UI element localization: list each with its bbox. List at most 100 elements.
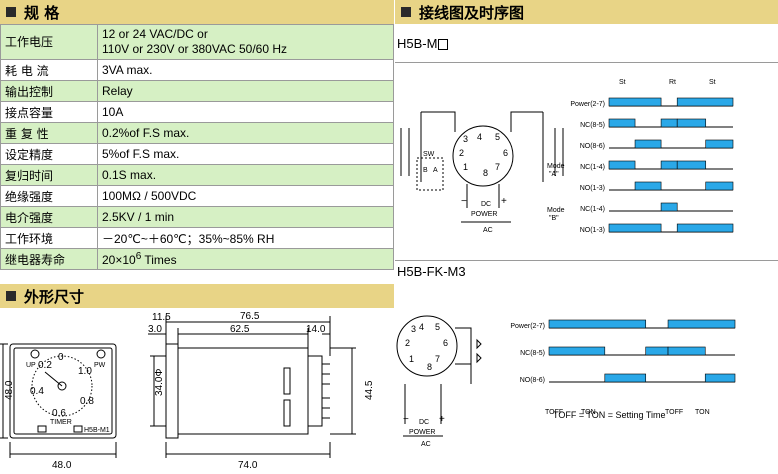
signal-pulse bbox=[634, 139, 662, 149]
pw-label: PW bbox=[94, 362, 106, 369]
dim-height-label: 48.0 bbox=[4, 380, 15, 400]
spec-label: 工作环境 bbox=[0, 227, 98, 249]
dimension-drawing-svg: 0.2 0.4 0.6 0.8 1.0 0 UP PW TIMER H5B-M1… bbox=[0, 311, 375, 471]
dim-label: 3.0 bbox=[148, 324, 162, 335]
table-row: 输出控制 Relay bbox=[0, 80, 394, 102]
minus-label: − bbox=[403, 414, 409, 425]
signal-label: NO(8-6) bbox=[580, 143, 605, 150]
st-label: St bbox=[619, 79, 626, 86]
signal-pulse bbox=[660, 160, 678, 170]
dim-label: 44.5 bbox=[364, 380, 375, 400]
signal-label: Power(2-7) bbox=[510, 323, 545, 330]
spec-label: 继电器寿命 bbox=[0, 248, 98, 270]
signal-pulse bbox=[660, 202, 678, 212]
signal-label: NC(8-5) bbox=[520, 350, 545, 357]
signal-label: NO(1-3) bbox=[580, 227, 605, 234]
pin-label: 1 bbox=[409, 354, 414, 364]
dim-label: 34.0Φ bbox=[154, 369, 165, 396]
timing-signals-1: Power(2-7)NC(8-5)NO(8-6)NC(1-4)NO(1-3)NC… bbox=[570, 97, 734, 234]
table-row: 绝缘强度 100MΩ / 500VDC bbox=[0, 185, 394, 207]
pin-label: 6 bbox=[503, 148, 508, 158]
bullet-square-icon bbox=[6, 7, 16, 17]
spec-value: 20×106 Times bbox=[97, 248, 394, 270]
table-row: 工作电压 12 or 24 VAC/DC or 110V or 230V or … bbox=[0, 24, 394, 60]
switch-a-label: A bbox=[433, 167, 438, 174]
signal-pulse bbox=[645, 346, 669, 356]
specs-table: 工作电压 12 or 24 VAC/DC or 110V or 230V or … bbox=[0, 24, 394, 270]
switch-b-label: B bbox=[423, 167, 428, 174]
signal-pulse bbox=[676, 97, 734, 107]
pin-label: 4 bbox=[477, 132, 482, 142]
mode-a-label: Mode bbox=[547, 163, 565, 170]
signal-label: NO(1-3) bbox=[580, 185, 605, 192]
plus-label: + bbox=[501, 196, 507, 207]
ton-label: TON bbox=[581, 409, 596, 416]
pin-label: 3 bbox=[463, 134, 468, 144]
model-name: H5B-FK-M3 bbox=[397, 264, 466, 279]
timing-diagram-1: 4 5 6 7 8 1 2 3 SW B A − DC + POWER AC M… bbox=[400, 79, 734, 234]
signal-pulse bbox=[667, 346, 706, 356]
spec-value-line: 12 or 24 VAC/DC or bbox=[102, 27, 208, 41]
table-row: 设定精度 5%of F.S max. bbox=[0, 143, 394, 165]
dial-label: 0.8 bbox=[80, 396, 94, 407]
minus-label: − bbox=[461, 196, 467, 207]
divider bbox=[395, 62, 778, 63]
dim-label: 14.0 bbox=[306, 324, 326, 335]
pin-label: 7 bbox=[495, 162, 500, 172]
spec-value: 100MΩ / 500VDC bbox=[97, 185, 394, 207]
dim-label: 62.5 bbox=[230, 324, 250, 335]
dimensions-header: 外形尺寸 bbox=[0, 284, 394, 308]
signal-pulse bbox=[676, 223, 734, 233]
pin-label: 6 bbox=[443, 338, 448, 348]
spec-label: 输出控制 bbox=[0, 80, 98, 102]
dim-width-label: 48.0 bbox=[52, 460, 72, 469]
ton-label: TON bbox=[695, 409, 710, 416]
model-name: H5B-M bbox=[397, 36, 438, 51]
pin-label: 4 bbox=[419, 322, 424, 332]
signal-pulse bbox=[705, 139, 734, 149]
spec-value: －20℃~＋60℃；35%~85% RH bbox=[97, 227, 394, 249]
dc-label: DC bbox=[481, 201, 491, 208]
dim-label: 74.0 bbox=[238, 460, 258, 469]
formula-text: TOFF = TON = Setting Time bbox=[553, 410, 666, 420]
dial-label: 1.0 bbox=[78, 366, 92, 377]
spec-label: 电介强度 bbox=[0, 206, 98, 228]
spec-label: 重 复 性 bbox=[0, 122, 98, 144]
spec-value-unit: Times bbox=[141, 253, 177, 267]
table-row: 耗 电 流 3VA max. bbox=[0, 59, 394, 81]
switch-label: SW bbox=[423, 151, 435, 158]
ac-label: AC bbox=[483, 227, 493, 234]
signal-pulse bbox=[676, 160, 707, 170]
power-label: POWER bbox=[471, 211, 497, 218]
spec-label: 复归时间 bbox=[0, 164, 98, 186]
spec-value: 5%of F.S max. bbox=[97, 143, 394, 165]
signal-pulse bbox=[548, 319, 647, 329]
spec-value: 10A bbox=[97, 101, 394, 123]
model-label-2: H5B-FK-M3 bbox=[395, 264, 466, 279]
wiring-title: 接线图及时序图 bbox=[419, 3, 525, 22]
pin-label: 2 bbox=[405, 338, 410, 348]
timing-signals-2: Power(2-7)NC(8-5)NO(8-6) bbox=[510, 319, 736, 384]
table-row: 接点容量 10A bbox=[0, 101, 394, 123]
signal-pulse bbox=[660, 118, 678, 128]
table-row: 继电器寿命 20×106 Times bbox=[0, 248, 394, 270]
spec-label: 设定精度 bbox=[0, 143, 98, 165]
mode-a-value: "A" bbox=[549, 171, 559, 178]
spec-label: 绝缘强度 bbox=[0, 185, 98, 207]
spec-value: 0.2%of F.S max. bbox=[97, 122, 394, 144]
table-row: 重 复 性 0.2%of F.S max. bbox=[0, 122, 394, 144]
pin-label: 8 bbox=[427, 362, 432, 372]
table-row: 电介强度 2.5KV / 1 min bbox=[0, 206, 394, 228]
pin-label: 7 bbox=[435, 354, 440, 364]
model-label-1: H5B-M bbox=[395, 36, 449, 51]
wiring-header: 接线图及时序图 bbox=[395, 0, 778, 24]
model-small-label: H5B-M1 bbox=[84, 427, 110, 434]
pin-label: 1 bbox=[463, 162, 468, 172]
signal-pulse bbox=[705, 181, 734, 191]
rt-label: Rt bbox=[669, 79, 676, 86]
up-label: UP bbox=[26, 362, 36, 369]
timing-diagram-2: 4 5 6 7 8 1 2 3 − DC + POWER AC TOFF TON… bbox=[396, 315, 736, 448]
power-label: POWER bbox=[409, 429, 435, 436]
toff-label: TOFF bbox=[665, 409, 683, 416]
